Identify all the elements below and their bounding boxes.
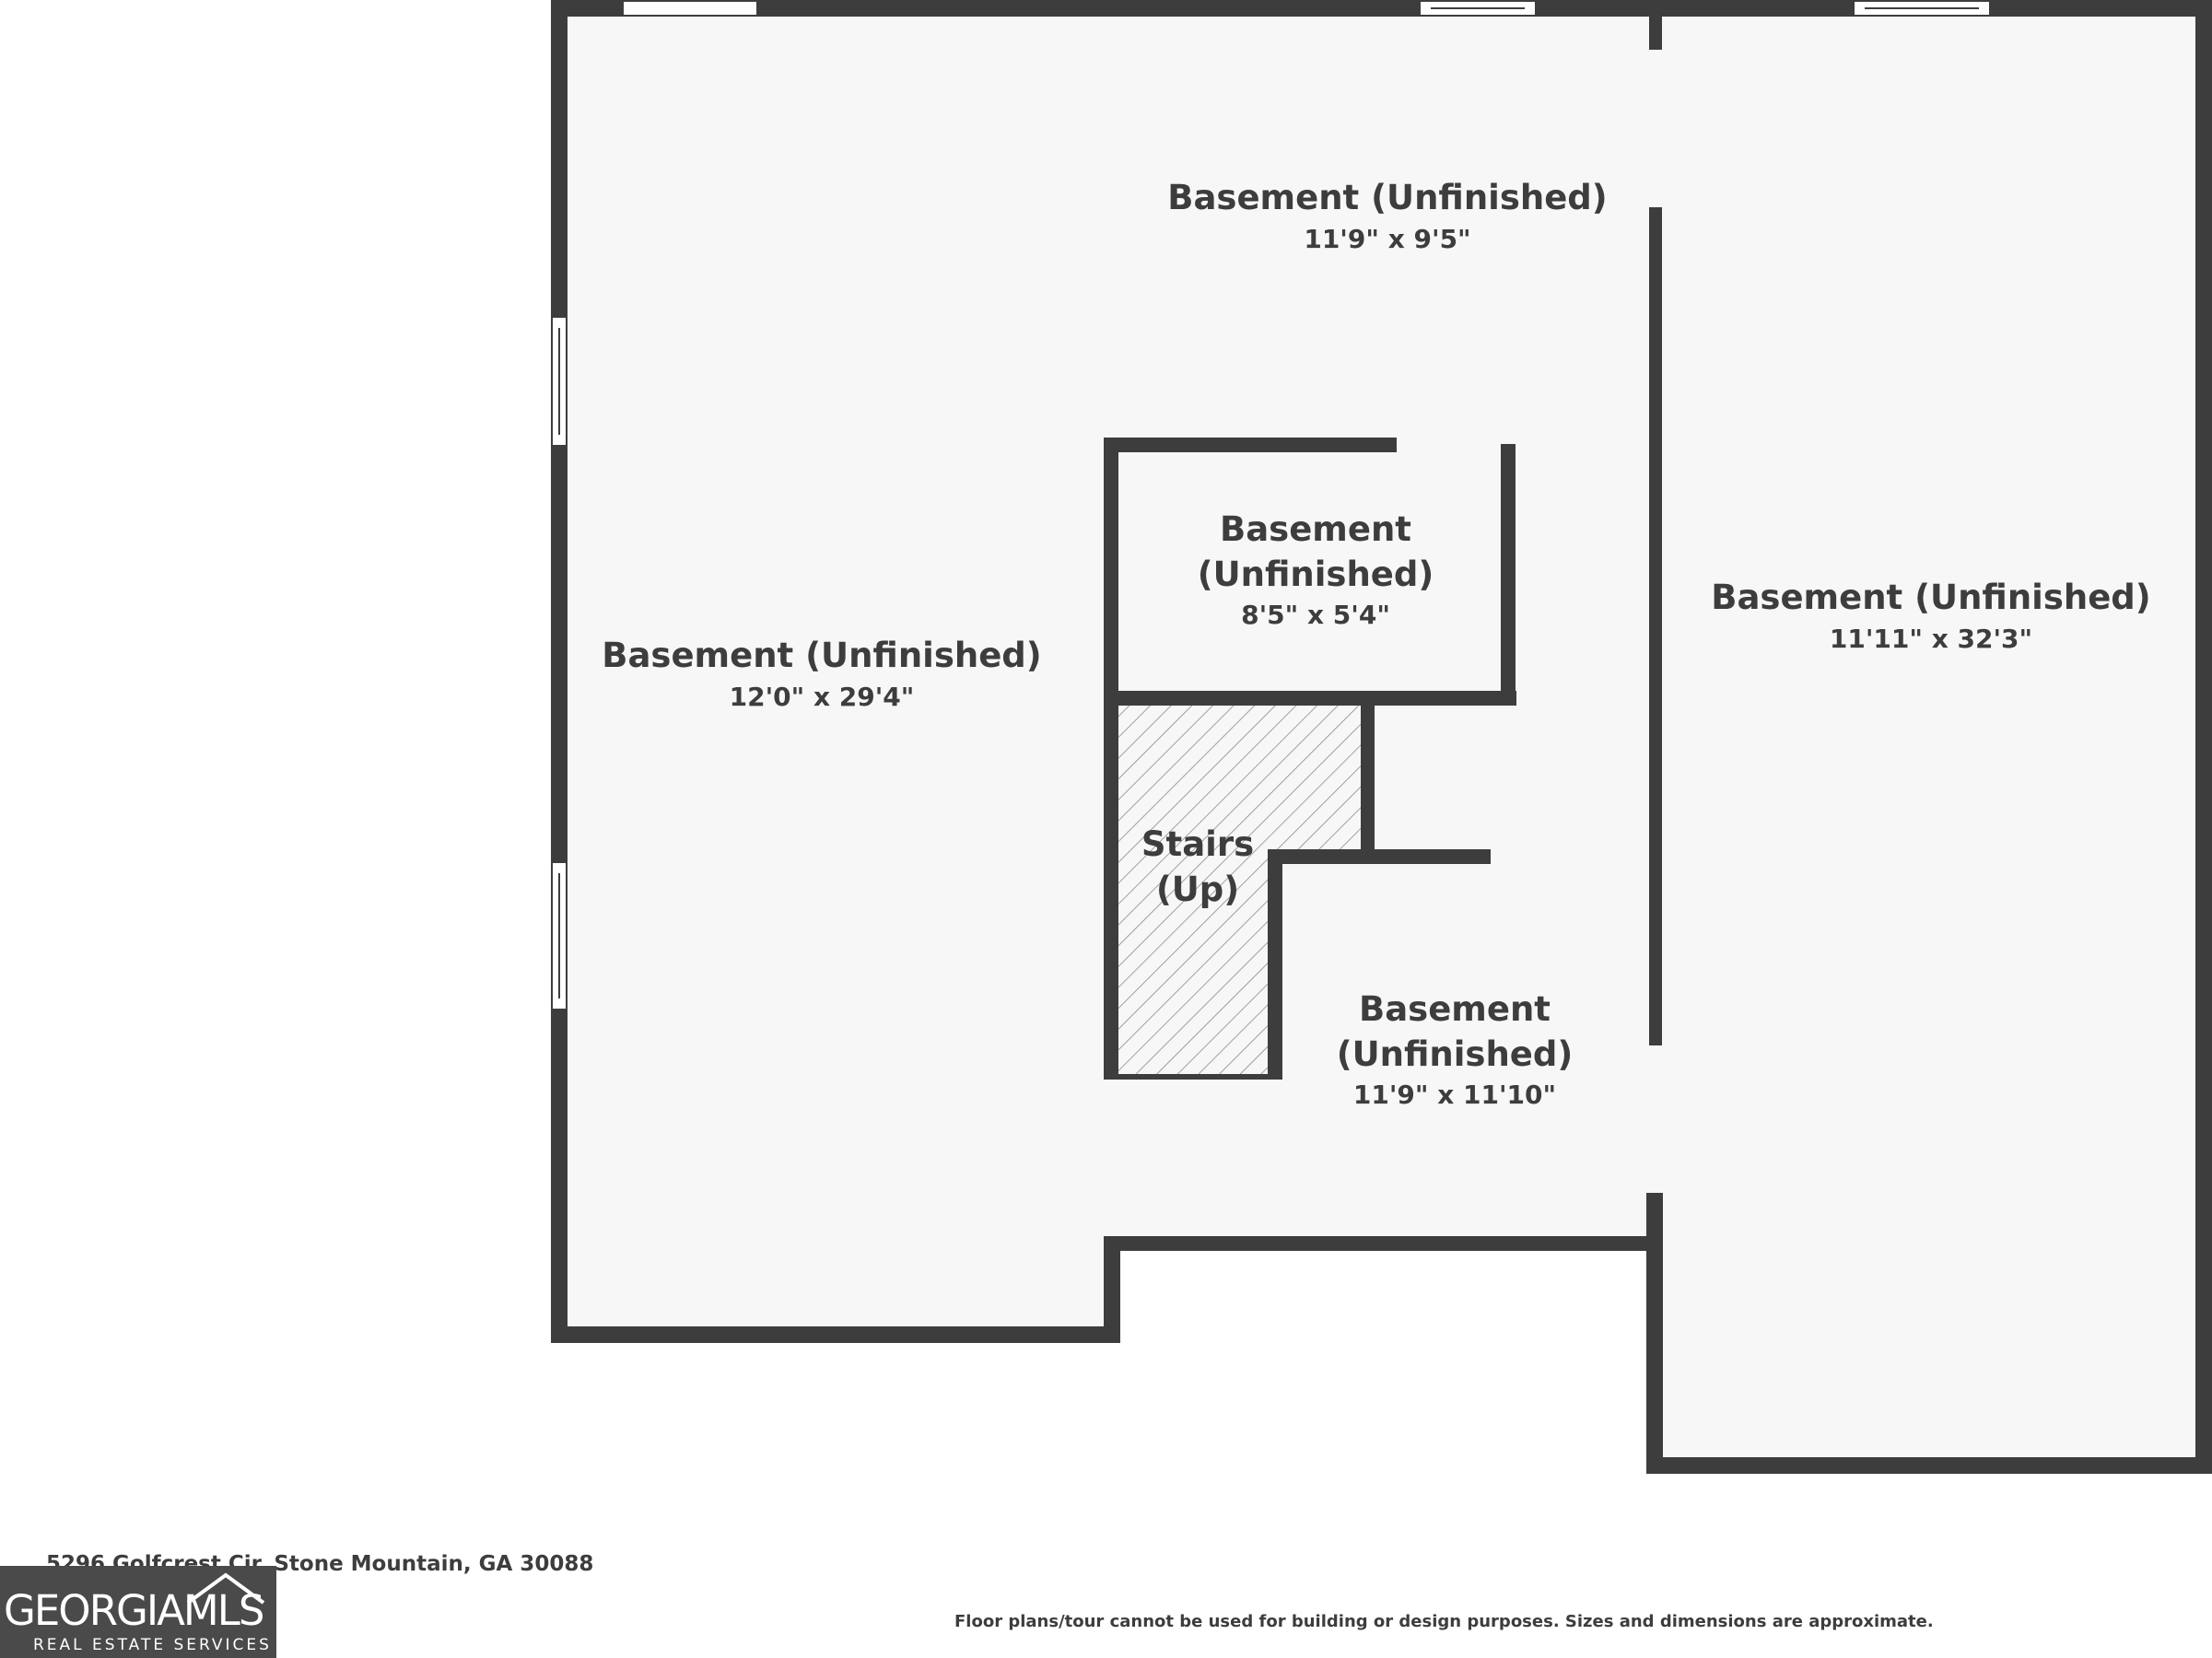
room-name: Basement (Unfinished)	[1167, 178, 1607, 217]
room-name: Basement	[1359, 989, 1551, 1029]
room-labels: Basement (Unfinished) 11'9" x 9'5" Basem…	[602, 178, 2150, 1110]
room-dimensions: 11'11" x 32'3"	[1830, 624, 2032, 654]
basement-floor	[558, 9, 2209, 1469]
room-dimensions: 11'9" x 9'5"	[1304, 224, 1470, 254]
room-dimensions: 8'5" x 5'4"	[1241, 600, 1390, 630]
disclaimer-text: Floor plans/tour cannot be used for buil…	[954, 1612, 1934, 1631]
room-name: (Up)	[1156, 870, 1239, 909]
logo-main-text: GEORGIAMLS	[4, 1586, 264, 1635]
room-dimensions: 11'9" x 11'10"	[1353, 1080, 1556, 1110]
room-dimensions: 12'0" x 29'4"	[730, 682, 915, 712]
window-top-left	[622, 0, 758, 17]
room-name: Basement	[1220, 509, 1411, 549]
room-name: (Unfinished)	[1337, 1034, 1574, 1074]
room-name: Stairs	[1141, 824, 1254, 864]
room-name: Basement (Unfinished)	[602, 636, 1041, 675]
room-name: Basement (Unfinished)	[1711, 578, 2150, 617]
room-name: (Unfinished)	[1198, 555, 1434, 594]
windows	[551, 0, 1991, 1010]
georgia-mls-logo: GEORGIAMLS REAL ESTATE SERVICES	[0, 1566, 276, 1658]
logo-sub-text: REAL ESTATE SERVICES	[33, 1636, 272, 1654]
interior-walls	[1104, 17, 1662, 1080]
stairs-area	[1113, 700, 1368, 1078]
house-roof-icon	[186, 1572, 265, 1605]
